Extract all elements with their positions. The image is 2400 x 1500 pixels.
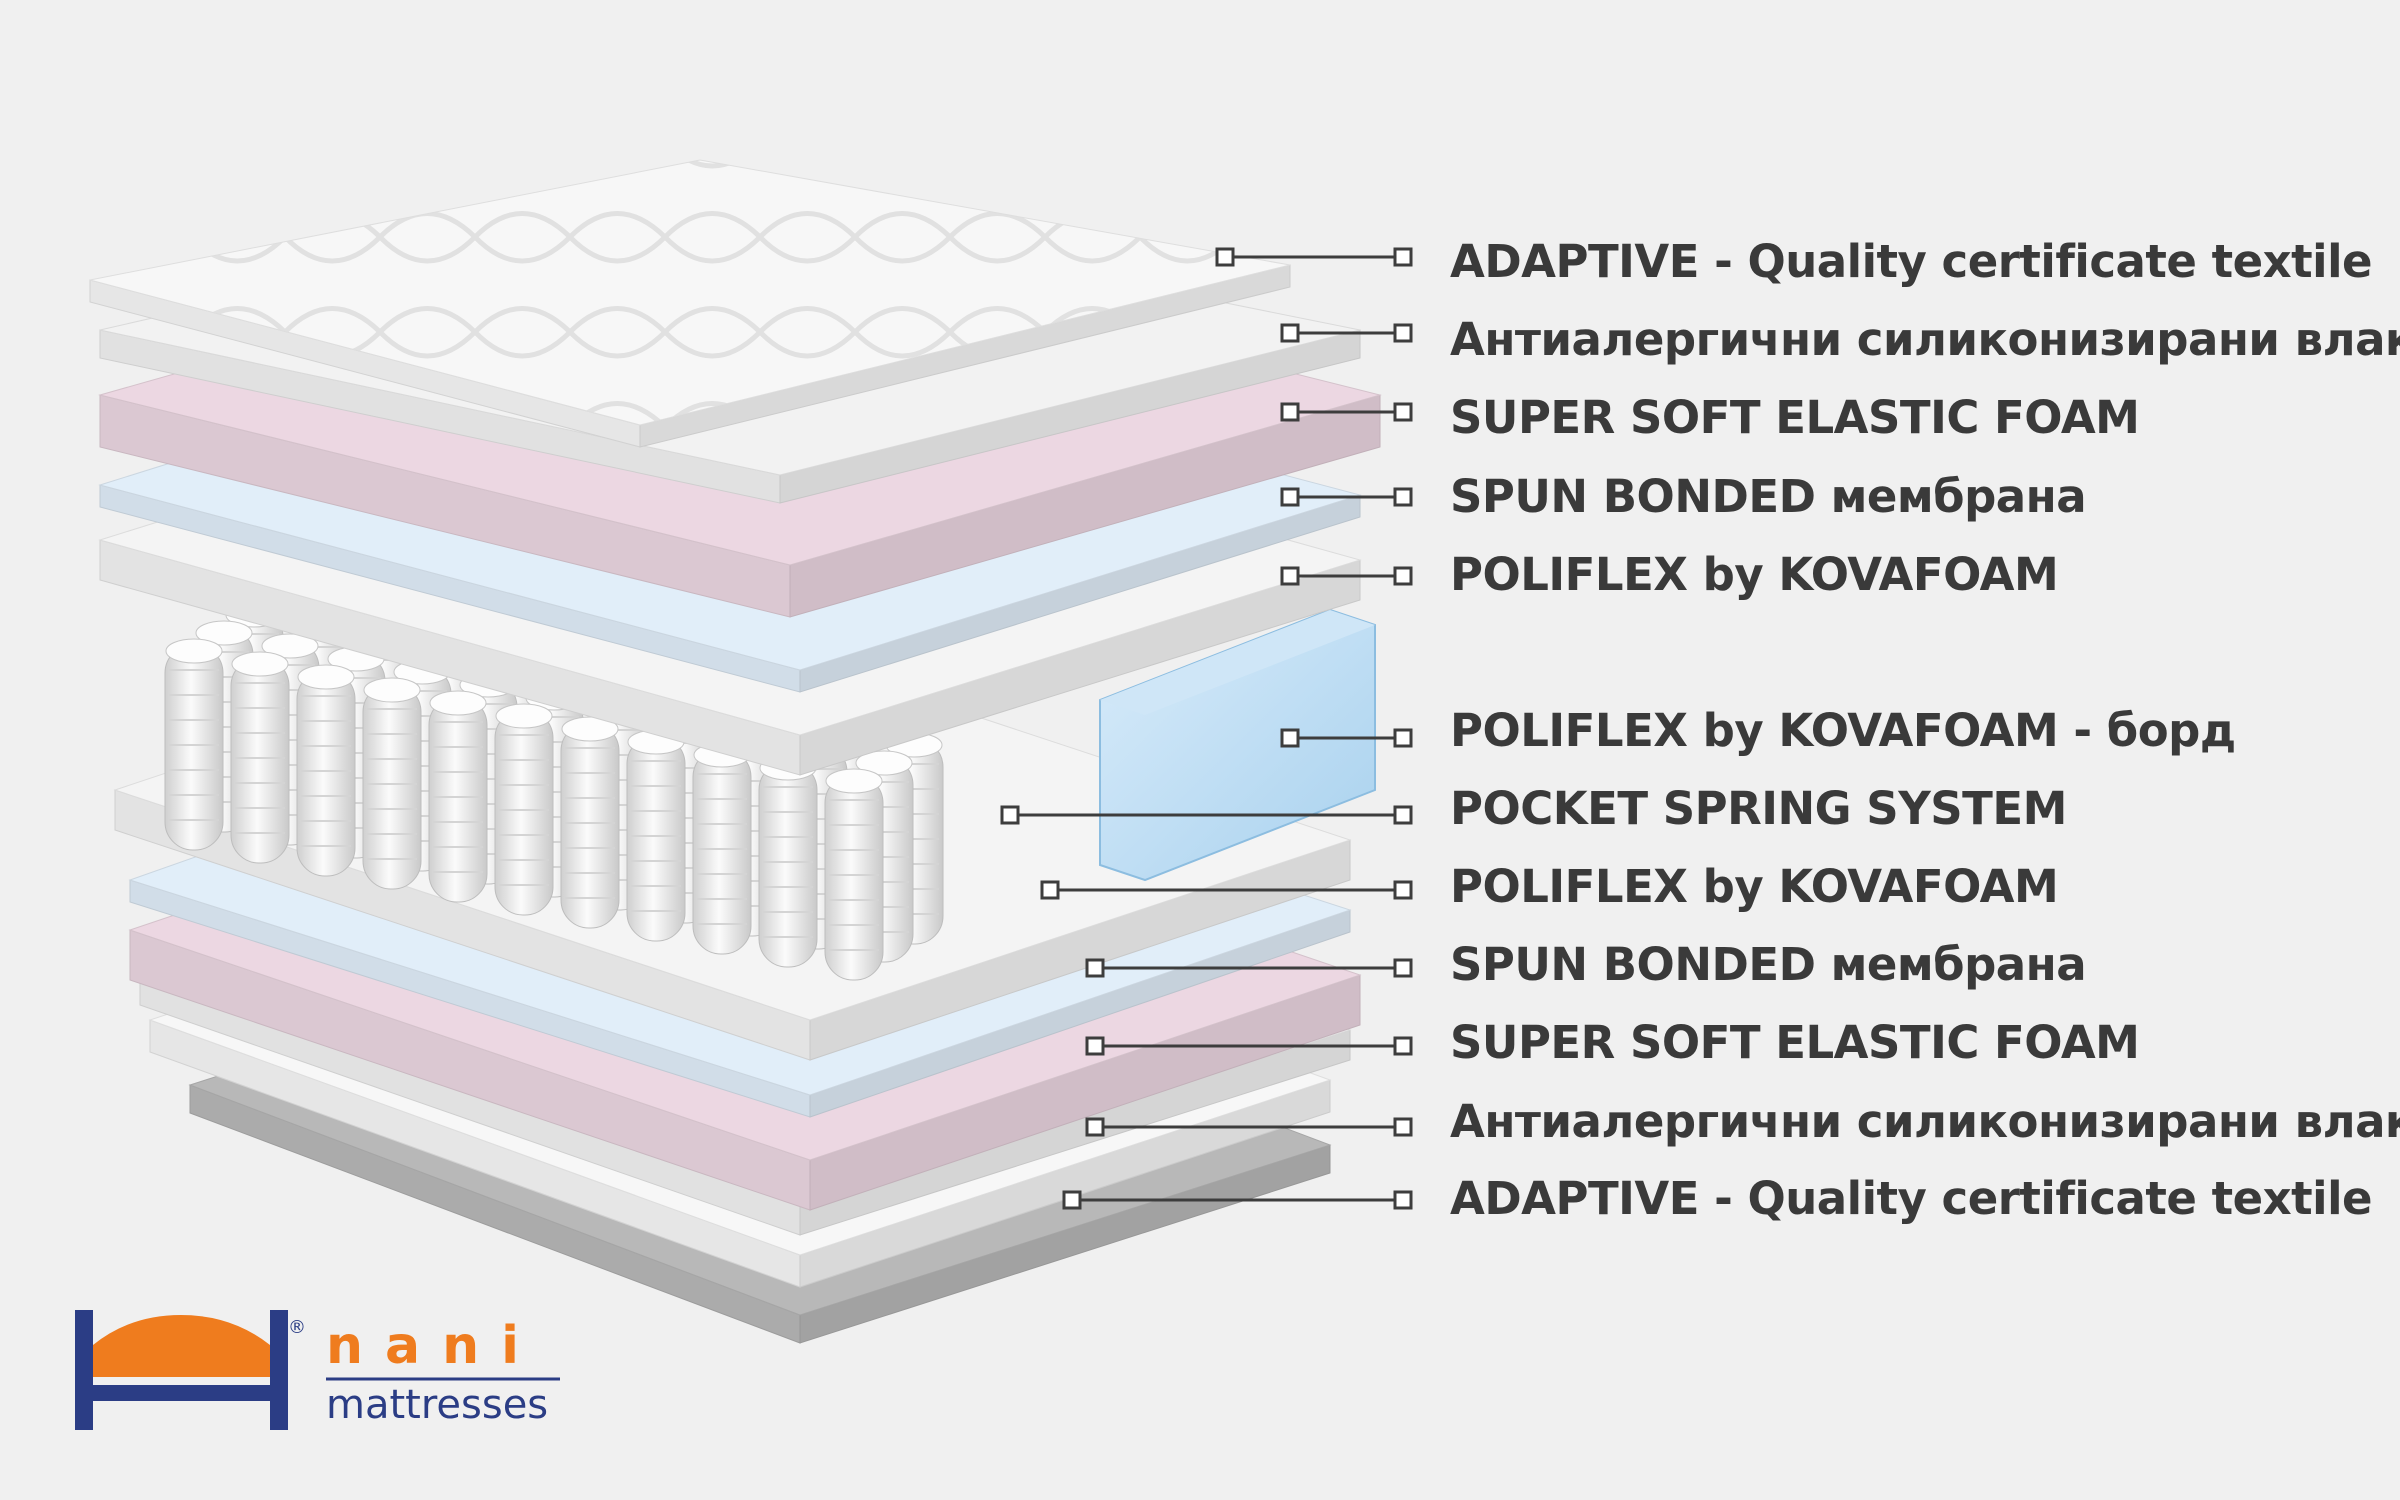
spring-coil-top [261, 633, 319, 659]
layer-label-textile-top: ADAPTIVE - Quality certificate textile [1450, 235, 2372, 288]
callout-marker [1393, 402, 1413, 422]
callout-marker [1393, 805, 1413, 825]
callout-marker [1393, 880, 1413, 900]
layer-label-poliflex-bottom: POLIFLEX by KOVAFOAM [1450, 860, 2058, 913]
callout-marker [1040, 880, 1060, 900]
callout-marker [1085, 1036, 1105, 1056]
callout-marker [1393, 1036, 1413, 1056]
layer-poliflex-border-top [1100, 610, 1375, 715]
quilt-pattern [90, 160, 1290, 425]
callout-marker [1215, 247, 1235, 267]
callout-marker [1393, 247, 1413, 267]
spring-coil-top [495, 703, 553, 729]
callout-marker [1393, 566, 1413, 586]
layer-label-poliflex-top: POLIFLEX by KOVAFOAM [1450, 548, 2058, 601]
logo-subtitle: mattresses [326, 1382, 548, 1428]
spring-coil-top [165, 638, 223, 664]
layer-label-soft-foam-top: SUPER SOFT ELASTIC FOAM [1450, 391, 2139, 444]
nani-mattresses-logo: ® nani mattresses [75, 1310, 560, 1430]
callout-marker [1393, 728, 1413, 748]
layer-labels: ADAPTIVE - Quality certificate textile А… [1450, 235, 2400, 1225]
layer-label-textile-bottom: ADAPTIVE - Quality certificate textile [1450, 1172, 2372, 1225]
callout-marker [1280, 566, 1300, 586]
callout-marker [1393, 1117, 1413, 1137]
callout-marker [1085, 1117, 1105, 1137]
spring-coil-top [297, 664, 355, 690]
layer-label-spun-bonded-top: SPUN BONDED мембрана [1450, 470, 2086, 523]
layer-label-poliflex-border: POLIFLEX by KOVAFOAM - борд [1450, 704, 2236, 757]
callout-marker [1280, 728, 1300, 748]
mattress-illustration [89, 159, 1382, 1344]
spring-coil-top [429, 690, 487, 716]
layer-label-fibers-top: Антиалергични силиконизирани влакна [1450, 313, 2400, 366]
callout-marker [1280, 402, 1300, 422]
spring-coil-top [825, 768, 883, 794]
spring-coil-top [231, 651, 289, 677]
layer-label-soft-foam-bottom: SUPER SOFT ELASTIC FOAM [1450, 1016, 2139, 1069]
layer-label-spun-bonded-bottom: SPUN BONDED мембрана [1450, 938, 2086, 991]
callout-lines [1000, 247, 1413, 1210]
registered-mark: ® [288, 1317, 306, 1338]
callout-marker [1062, 1190, 1082, 1210]
layer-label-fibers-bottom: Антиалергични силиконизирани влакна [1450, 1095, 2400, 1148]
callout-marker [1393, 1190, 1413, 1210]
layer-label-pocket-springs: POCKET SPRING SYSTEM [1450, 782, 2067, 835]
callout-marker [1085, 958, 1105, 978]
spring-coil-top [195, 620, 253, 646]
spring-coil-top [855, 750, 913, 776]
callout-marker [1393, 958, 1413, 978]
logo-brand: nani [326, 1316, 541, 1376]
callout-marker [1393, 487, 1413, 507]
spring-coil-top [363, 677, 421, 703]
callout-marker [1280, 323, 1300, 343]
callout-marker [1000, 805, 1020, 825]
bed-h-icon [75, 1310, 288, 1430]
callout-marker [1280, 487, 1300, 507]
callout-marker [1393, 323, 1413, 343]
